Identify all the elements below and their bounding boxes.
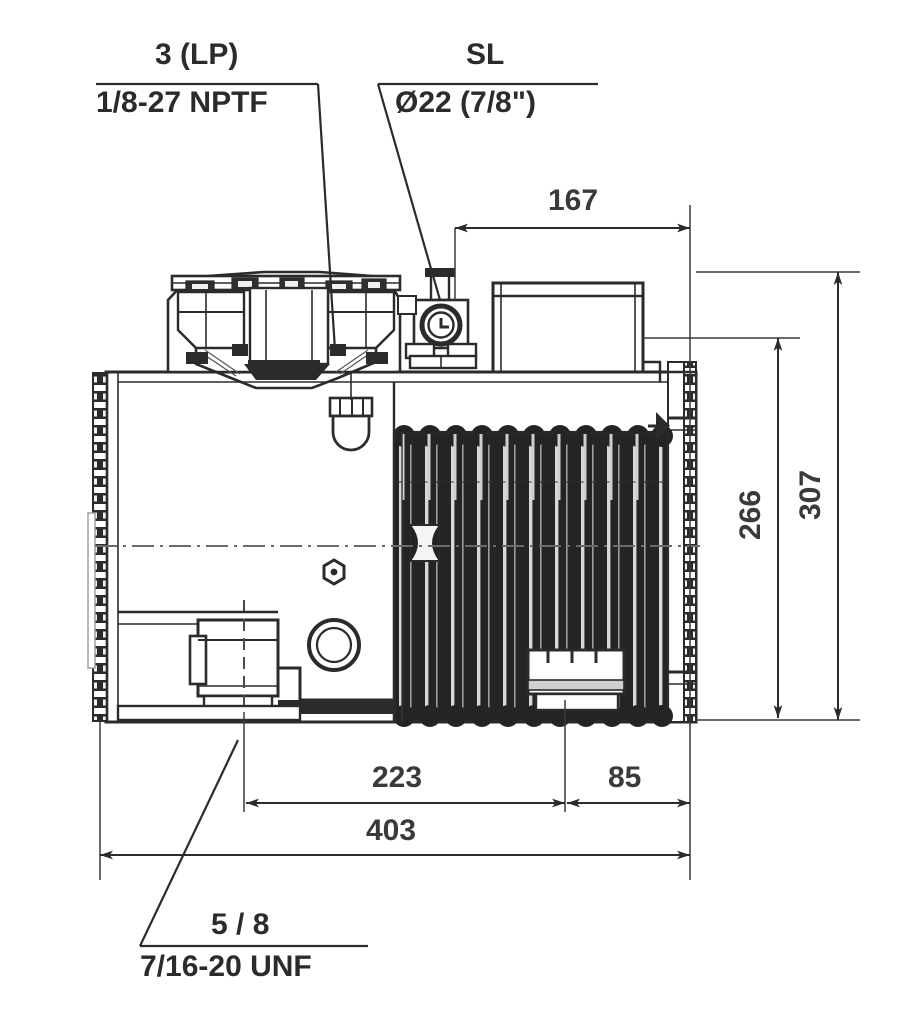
dimension-value-223: 223 xyxy=(372,761,423,794)
dimension-value-85: 85 xyxy=(608,761,642,794)
leader-line-sl xyxy=(376,83,442,301)
dimension-value-307: 307 xyxy=(794,469,828,521)
callout-oil-subtitle: 7/16-20 UNF xyxy=(140,950,312,983)
callout-sl-title: SL xyxy=(466,38,505,71)
callout-lp-title: 3 (LP) xyxy=(155,38,239,71)
dimension-value-266: 266 xyxy=(734,489,768,541)
leader-line-oil xyxy=(139,739,239,947)
callout-sl-subtitle: Ø22 (7/8") xyxy=(395,86,536,119)
callout-oil-title: 5 / 8 xyxy=(211,908,270,941)
dimension-value-167: 167 xyxy=(548,184,599,217)
leader-line-lp xyxy=(316,83,337,351)
compressor-body-outline xyxy=(87,268,700,727)
callout-lp-subtitle: 1/8-27 NPTF xyxy=(96,86,268,119)
dimension-value-403: 403 xyxy=(366,814,417,847)
